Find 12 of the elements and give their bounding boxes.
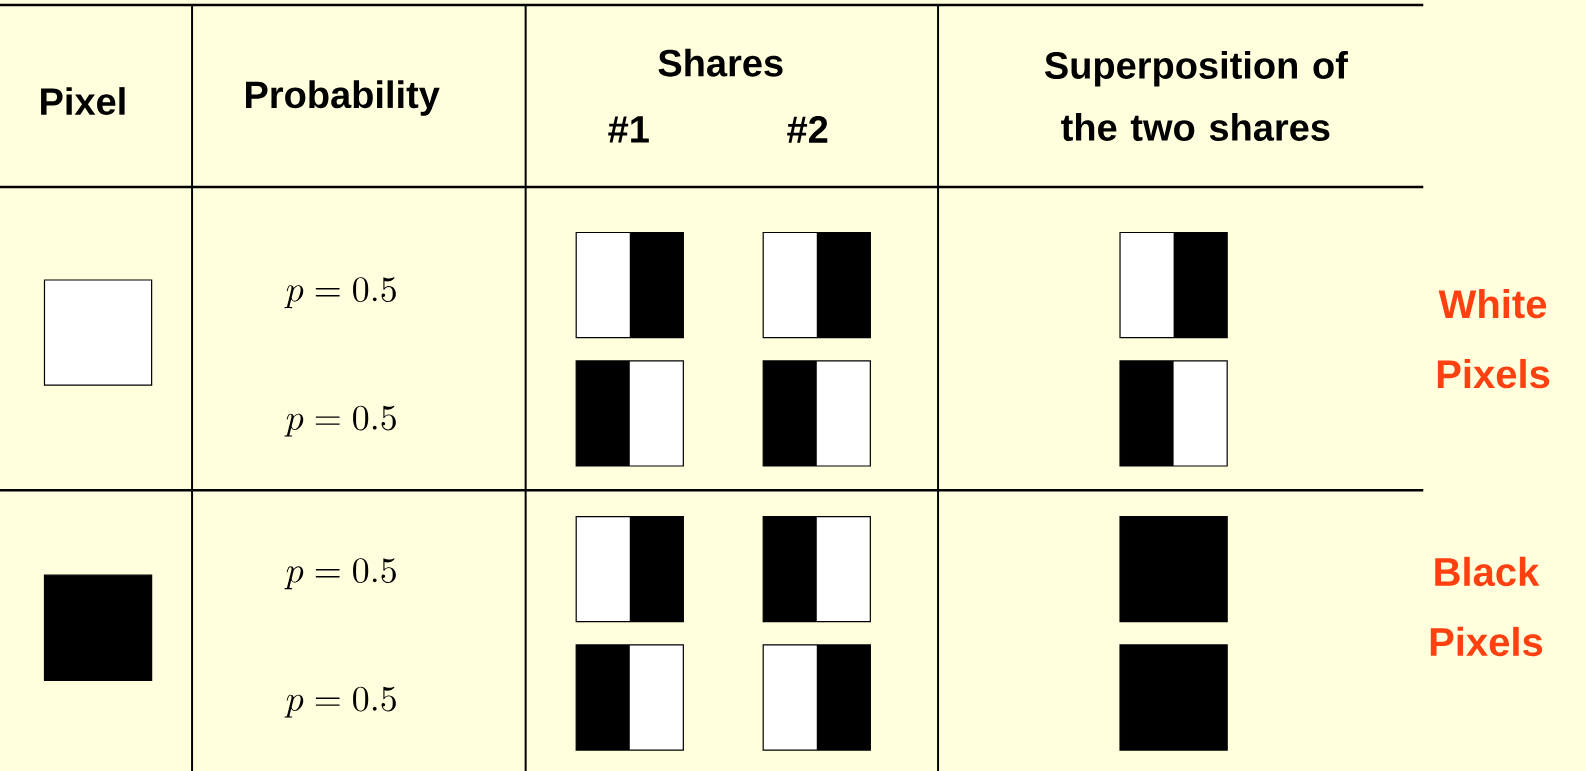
column-header: #2	[787, 116, 828, 143]
probability-formula: $p=0.5$	[284, 405, 396, 437]
column-header: #1	[608, 116, 649, 143]
probability-formula: $p=0.5$	[284, 277, 396, 309]
probability-formula: $p=0.5$	[284, 558, 396, 590]
column-header: Pixel	[41, 87, 125, 115]
probability-formula: $p=0.5$	[284, 686, 396, 718]
column-header: Superposition of the two shares	[1044, 50, 1348, 141]
row-label: White Pixels	[1437, 288, 1550, 389]
column-header: Probability	[246, 80, 440, 116]
column-header: Shares	[658, 48, 783, 77]
row-label: Black Pixels	[1430, 556, 1543, 657]
